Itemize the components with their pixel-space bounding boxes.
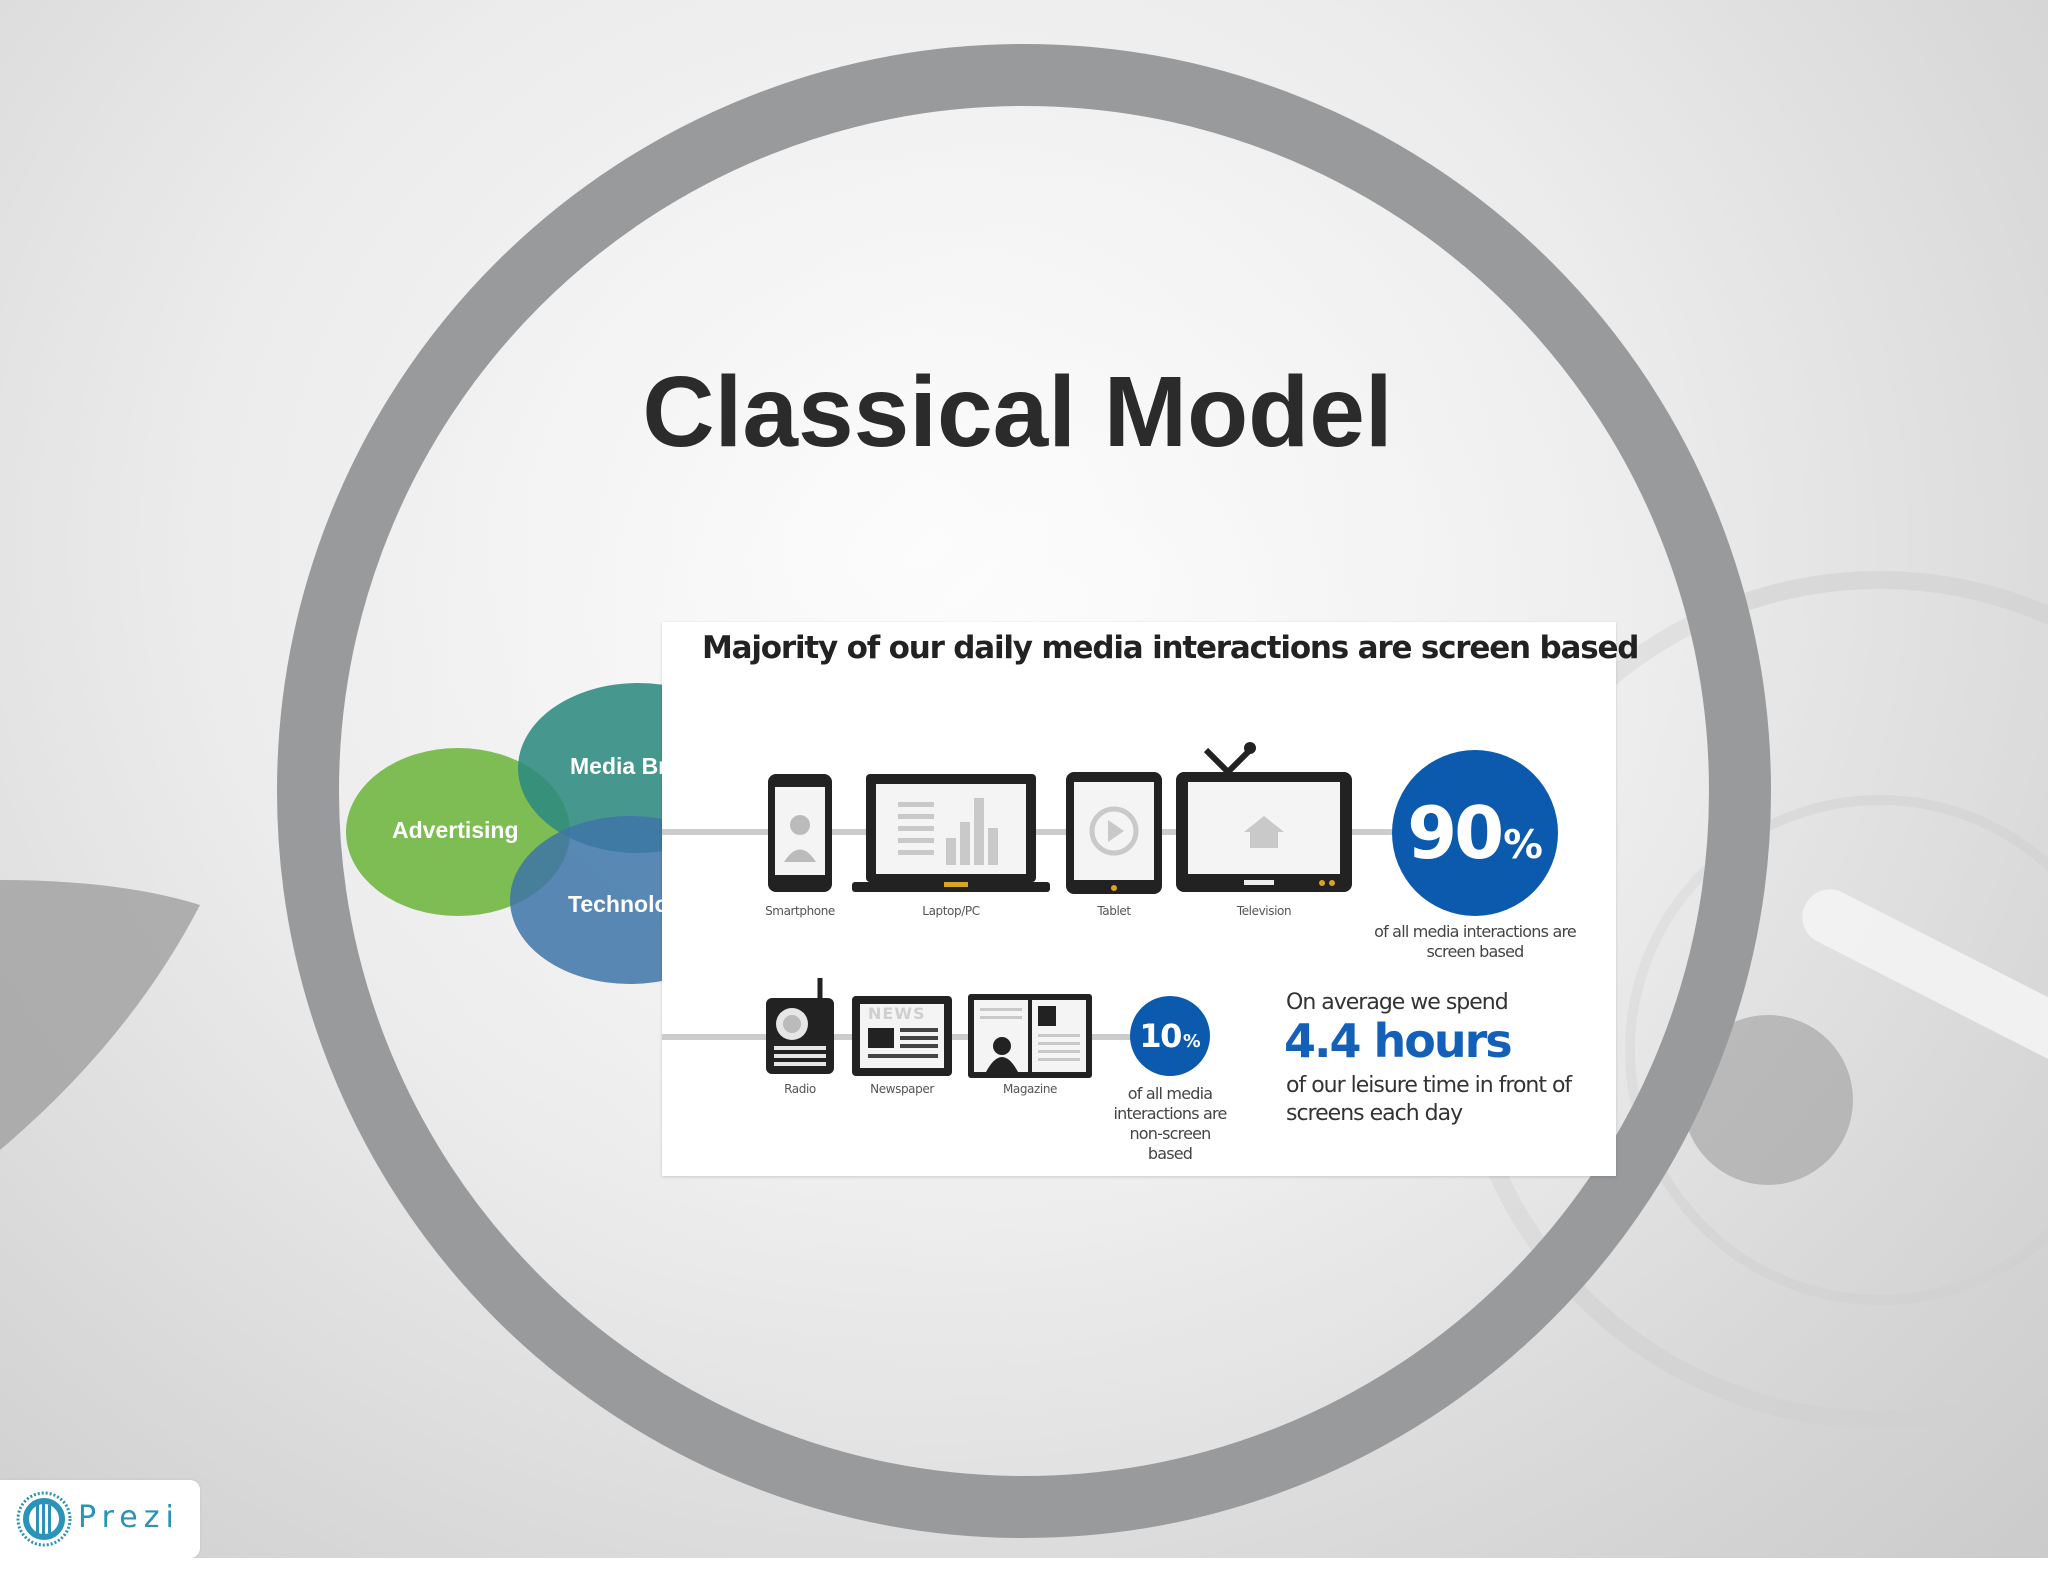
nonscreen-percent-caption: of all media interactions are non-screen…: [1113, 1084, 1227, 1163]
bottom-strip: [0, 1558, 2048, 1582]
screen-percent-caption: of all media interactions are screen bas…: [1374, 922, 1577, 961]
device-label-smartphone: Smartphone: [765, 904, 835, 918]
screen-percent-unit: %: [1503, 821, 1543, 868]
average-hours-value: 4.4 hours: [1284, 1014, 1513, 1068]
average-rest-text: of our leisure time in front of screens …: [1286, 1073, 1572, 1126]
left-leaf-shape: [0, 880, 200, 1150]
slide-title: Classical Model: [642, 356, 1393, 468]
newspaper-icon: [852, 996, 952, 1076]
device-label-newspaper: Newspaper: [870, 1082, 934, 1096]
device-label-laptop: Laptop/PC: [922, 904, 980, 918]
venn-circle-advertising: [346, 748, 570, 916]
prezi-logo-icon: [16, 1491, 72, 1547]
device-label-television: Television: [1236, 904, 1292, 918]
device-label-magazine: Magazine: [1002, 1082, 1058, 1096]
magazine-icon: [968, 994, 1092, 1078]
venn-label-advertising: Advertising: [392, 817, 519, 843]
device-label-tablet: Tablet: [1097, 904, 1131, 918]
infographic-icons: [662, 742, 1442, 1078]
infographic-heading: Majority of our daily media interactions…: [702, 630, 1639, 666]
newspaper-masthead: NEWS: [868, 1004, 926, 1023]
average-intro-text: On average we spend: [1286, 990, 1509, 1015]
prezi-brand-label: Prezi: [78, 1500, 180, 1535]
laptop-icon: [852, 774, 1050, 892]
television-icon: [1176, 742, 1352, 892]
radio-icon: [766, 978, 834, 1074]
nonscreen-percent-value: 10: [1139, 1017, 1182, 1055]
tablet-icon: [1066, 772, 1162, 894]
infographic-panel: Majority of our daily media interactions…: [662, 622, 1639, 1176]
screen-percent-value: 90: [1407, 791, 1504, 875]
smartphone-icon: [768, 774, 832, 892]
screen-percent-badge: 90%: [1392, 750, 1558, 916]
device-label-radio: Radio: [784, 1082, 816, 1096]
prezi-badge[interactable]: Prezi: [0, 1480, 200, 1558]
nonscreen-percent-badge: 10%: [1130, 996, 1210, 1076]
nonscreen-percent-unit: %: [1182, 1031, 1201, 1052]
right-pin-shape: [1683, 889, 2048, 1185]
